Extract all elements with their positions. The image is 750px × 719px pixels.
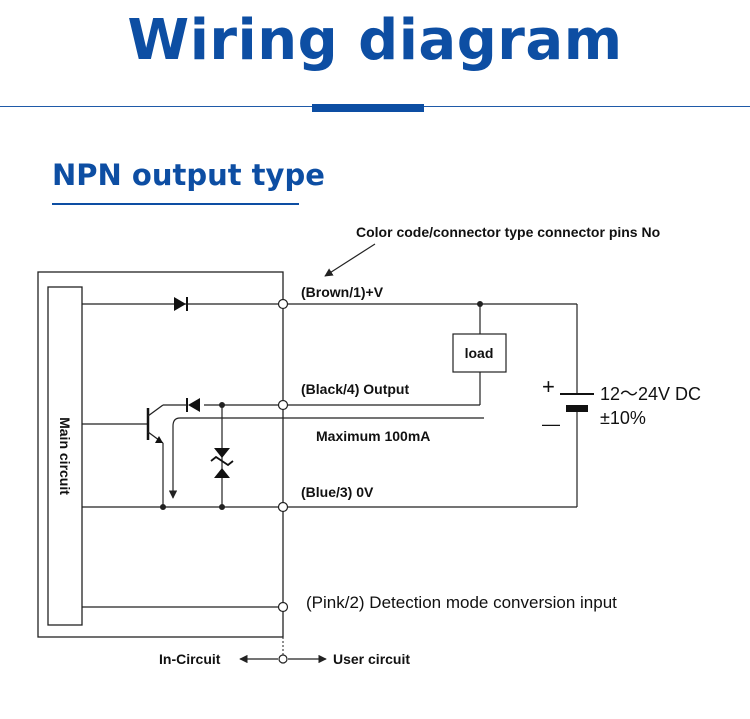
wire-pink-label: (Pink/2) Detection mode conversion input (306, 593, 617, 612)
terminal-brown (277, 298, 289, 310)
terminal-pink (277, 601, 289, 613)
user-circuit-label: User circuit (333, 651, 410, 667)
wire-blue-label: (Blue/3) 0V (301, 484, 374, 500)
main-circuit-block (47, 286, 83, 626)
callout-label: Color code/connector type connector pins… (356, 224, 660, 240)
junction-dot (219, 504, 225, 510)
in-circuit-label: In-Circuit (159, 651, 221, 667)
terminal-blue (277, 501, 289, 513)
battery-negative-plate (566, 405, 588, 412)
zener-diode-upper-icon (214, 448, 230, 458)
current-flow-arrow (168, 417, 484, 499)
transistor-collector (147, 404, 164, 417)
wire-black-label: (Black/4) Output (301, 381, 409, 397)
zener-diode-lower-icon (214, 468, 230, 478)
zener-bar (210, 455, 234, 467)
wire-brown-label: (Brown/1)+V (301, 284, 384, 300)
terminal-black (277, 399, 289, 411)
supply-plus-sign: + (542, 374, 555, 399)
supply-minus-sign: — (542, 414, 560, 434)
title-divider-accent (312, 104, 424, 112)
sensor-housing (37, 271, 284, 638)
section-title: NPN output type (52, 158, 325, 192)
emitter-arrow-icon (155, 436, 163, 443)
page-title: Wiring diagram (127, 8, 623, 73)
supply-voltage-label: 12～24V DC (600, 384, 701, 404)
max-current-label: Maximum 100mA (316, 428, 430, 444)
section-title-underline (52, 203, 299, 205)
load-box (452, 333, 507, 373)
junction-dot (160, 504, 166, 510)
main-circuit-label: Main circuit (57, 417, 73, 495)
supply-tolerance-label: ±10% (600, 408, 646, 428)
boundary-point (278, 654, 288, 664)
load-label: load (465, 345, 494, 361)
diode-icon (174, 297, 186, 311)
callout-pointer (324, 243, 376, 277)
output-diode-icon (188, 398, 200, 412)
